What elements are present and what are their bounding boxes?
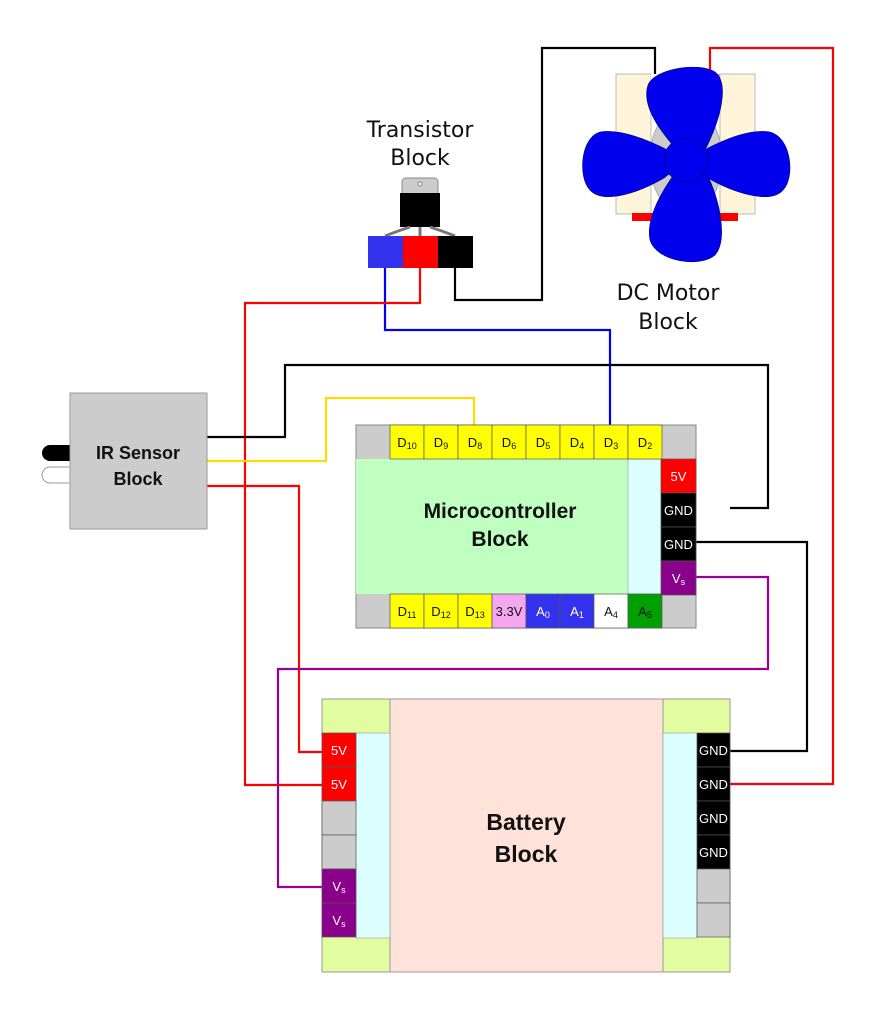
microcontroller-title-line1: Microcontroller (424, 500, 577, 523)
microcontroller-title-line2: Block (471, 528, 529, 551)
ir-emitter-icon (42, 445, 70, 461)
battery-right-pin-4[interactable] (696, 868, 731, 904)
mcu-bottom-pin-0[interactable]: D11 (389, 593, 425, 629)
mcu-top-pin-1[interactable]: D9 (423, 424, 459, 460)
mcu-top-pin-label: D8 (468, 435, 482, 451)
mcu-bottom-pin-label: A5 (638, 604, 652, 620)
transistor-icon (384, 177, 456, 238)
battery-right-pin-0[interactable]: GND (696, 732, 731, 768)
battery-left-pin-0[interactable]: 5V (321, 732, 357, 768)
motor-terminal-red-left (632, 213, 662, 221)
battery-right-pin-label: GND (699, 845, 728, 860)
dc-motor-block: DC Motor Block (582, 66, 791, 335)
transistor-title-line1: Transistor (366, 118, 475, 143)
motor-terminal-red-right (708, 213, 738, 221)
mcu-top-pin-7[interactable]: D2 (627, 424, 663, 460)
mcu-top-pin-label: D4 (570, 435, 584, 451)
transistor-pin-black[interactable] (438, 236, 473, 268)
mcu-top-pin-4[interactable]: D5 (525, 424, 561, 460)
mcu-bottom-pin-7[interactable]: A5 (627, 593, 663, 629)
ir-sensor-title-line2: Block (113, 469, 163, 489)
mcu-bottom-pin-6[interactable]: A4 (593, 593, 629, 629)
mcu-bottom-pin-label: 3.3V (496, 604, 523, 619)
mcu-right-pin-label: Vs (672, 571, 686, 587)
wire-ir-yellow-to-d8 (207, 396, 476, 463)
battery-right-pin-label: GND (699, 811, 728, 826)
mcu-bottom-pin-label: D11 (398, 604, 417, 620)
mcu-top-pin-3[interactable]: D6 (491, 424, 527, 460)
motor-title-line2: Block (638, 310, 698, 335)
wire-ir-black-to-mcu-gnd (207, 363, 770, 510)
mcu-right-pin-0[interactable]: 5V (660, 458, 697, 494)
battery-right-pin-2[interactable]: GND (696, 800, 731, 836)
wire-transistor-blue-to-d3 (383, 265, 612, 425)
mcu-right-pin-label: GND (664, 537, 693, 552)
mcu-right-pin-label: GND (664, 503, 693, 518)
ir-receiver-icon (41, 466, 71, 484)
transistor-pin-red[interactable] (403, 236, 438, 268)
mcu-right-pin-3[interactable]: Vs (660, 560, 697, 596)
mcu-bottom-pin-label: D13 (465, 604, 484, 620)
mcu-top-pin-label: D5 (536, 435, 550, 451)
battery-left-pin-1[interactable]: 5V (321, 766, 357, 802)
mcu-top-pin-0[interactable]: D10 (389, 424, 425, 460)
battery-left-pin-label: 5V (331, 743, 347, 758)
transistor-pin-blue[interactable] (368, 236, 403, 268)
transistor-title-line2: Block (390, 146, 450, 171)
mcu-top-pin-6[interactable]: D3 (593, 424, 629, 460)
wire-motor-red-to-battery-gnd (708, 46, 835, 786)
wire-ir-red-to-battery-5v (207, 484, 322, 754)
wire-mcu-gnd-to-battery-gnd (696, 540, 809, 753)
mcu-bottom-pin-1[interactable]: D12 (423, 593, 459, 629)
mcu-bottom-pin-label: A4 (604, 604, 618, 620)
motor-title-line1: DC Motor (617, 281, 721, 306)
mcu-bottom-pin-4[interactable]: A0 (525, 593, 561, 629)
battery-right-pin-3[interactable]: GND (696, 834, 731, 870)
wire-transistor-red-to-battery-5v (243, 265, 422, 787)
ir-sensor-block: IR Sensor Block (41, 392, 208, 530)
mcu-bottom-pin-label: D12 (431, 604, 450, 620)
mcu-bottom-pin-5[interactable]: A1 (559, 593, 595, 629)
battery-right-pin-5[interactable] (696, 902, 731, 938)
battery-right-pin-1[interactable]: GND (696, 766, 731, 802)
battery-right-pin-label: GND (699, 743, 728, 758)
battery-title-line2: Block (495, 841, 558, 867)
mcu-top-pin-label: D3 (604, 435, 618, 451)
battery-left-pin-2[interactable] (321, 800, 357, 836)
mcu-bottom-pin-label: A0 (536, 604, 550, 620)
battery-title-line1: Battery (486, 809, 565, 835)
mcu-top-pin-label: D10 (397, 435, 416, 451)
mcu-right-pin-label: 5V (671, 469, 687, 484)
mcu-top-pin-label: D6 (502, 435, 516, 451)
wire-transistor-black-to-motor (453, 46, 657, 302)
battery-right-pin-label: GND (699, 777, 728, 792)
battery-left-pin-label: Vs (332, 879, 346, 895)
mcu-right-pin-1[interactable]: GND (660, 492, 697, 528)
battery-left-pin-5[interactable]: Vs (321, 902, 357, 938)
battery-left-pin-label: Vs (332, 913, 346, 929)
mcu-bottom-pin-label: A1 (570, 604, 584, 620)
mcu-top-pin-2[interactable]: D8 (457, 424, 493, 460)
battery-left-pin-label: 5V (331, 777, 347, 792)
battery-left-pin-4[interactable]: Vs (321, 868, 357, 904)
wire-mcu-vs-to-battery-vs (276, 575, 770, 889)
mcu-bottom-pin-3[interactable]: 3.3V (491, 593, 527, 629)
mcu-top-pin-label: D9 (434, 435, 448, 451)
battery-left-pin-3[interactable] (321, 834, 357, 870)
fan-icon (582, 66, 791, 262)
transistor-block: Transistor Block (366, 118, 475, 268)
ir-sensor-title-line1: IR Sensor (96, 443, 180, 463)
mcu-top-pin-5[interactable]: D4 (559, 424, 595, 460)
mcu-bottom-pin-2[interactable]: D13 (457, 593, 493, 629)
mcu-right-pin-2[interactable]: GND (660, 526, 697, 562)
mcu-top-pin-label: D2 (638, 435, 652, 451)
